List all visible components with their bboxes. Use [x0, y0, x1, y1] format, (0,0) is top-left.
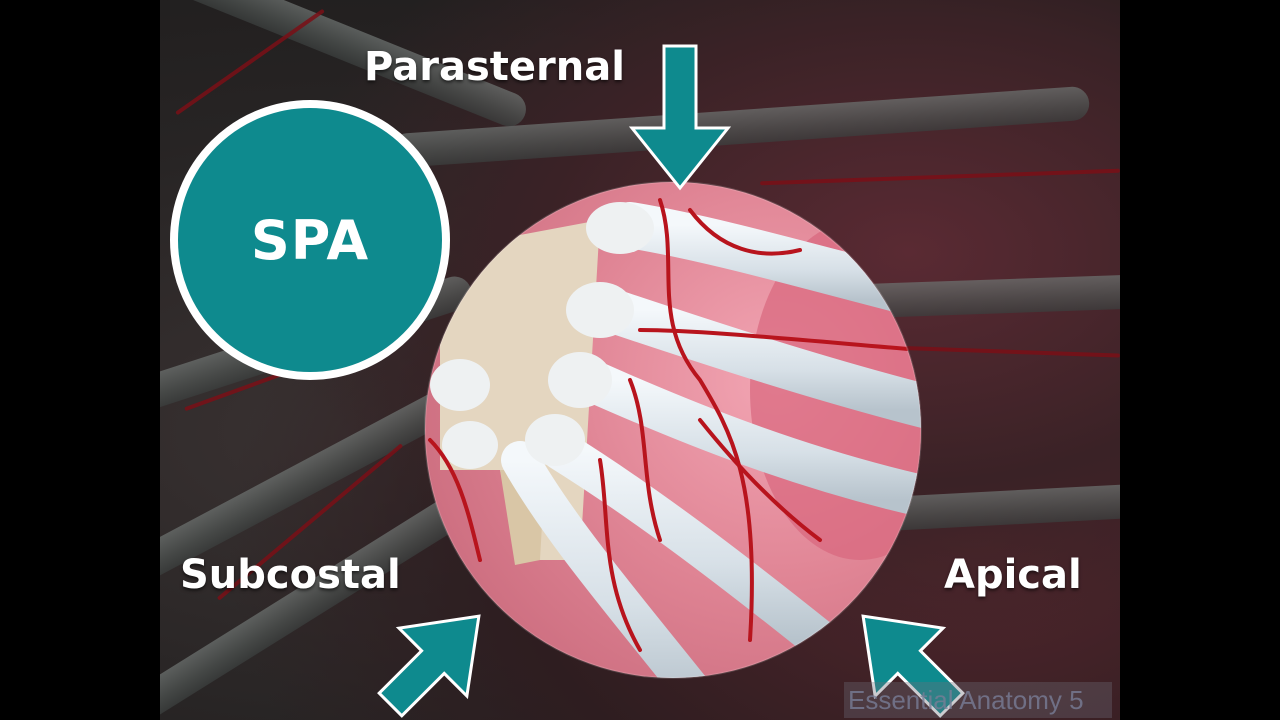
- subcostal-label: Subcostal: [180, 552, 401, 598]
- heart-window: [425, 182, 921, 678]
- apical-arrow-icon: [861, 614, 965, 718]
- watermark: Essential Anatomy 5: [844, 682, 1112, 718]
- spa-badge: SPA: [170, 100, 450, 380]
- parasternal-label: Parasternal: [364, 44, 625, 90]
- vessel-group: [428, 198, 921, 652]
- rib: [569, 359, 921, 521]
- cartilage: [586, 202, 654, 254]
- cartilage: [566, 282, 634, 338]
- vessel: [628, 378, 662, 542]
- costal-cartilage-group: [430, 202, 654, 469]
- cartilage: [442, 421, 498, 469]
- sternum: [440, 220, 600, 560]
- vessel: [688, 208, 802, 256]
- cartilage: [548, 352, 612, 408]
- vessel: [658, 198, 754, 642]
- cartilage: [525, 414, 585, 466]
- vessel: [638, 328, 921, 352]
- spa-badge-text: SPA: [250, 208, 370, 272]
- vessel: [698, 418, 822, 542]
- vessel: [598, 458, 642, 652]
- parasternal-arrow-icon: [628, 44, 732, 191]
- apical-label: Apical: [944, 552, 1082, 598]
- rib: [540, 430, 840, 660]
- vessel: [428, 438, 482, 562]
- cartilage: [430, 359, 490, 411]
- subcostal-arrow-icon: [377, 614, 481, 718]
- rib: [501, 441, 719, 678]
- rib: [588, 288, 921, 432]
